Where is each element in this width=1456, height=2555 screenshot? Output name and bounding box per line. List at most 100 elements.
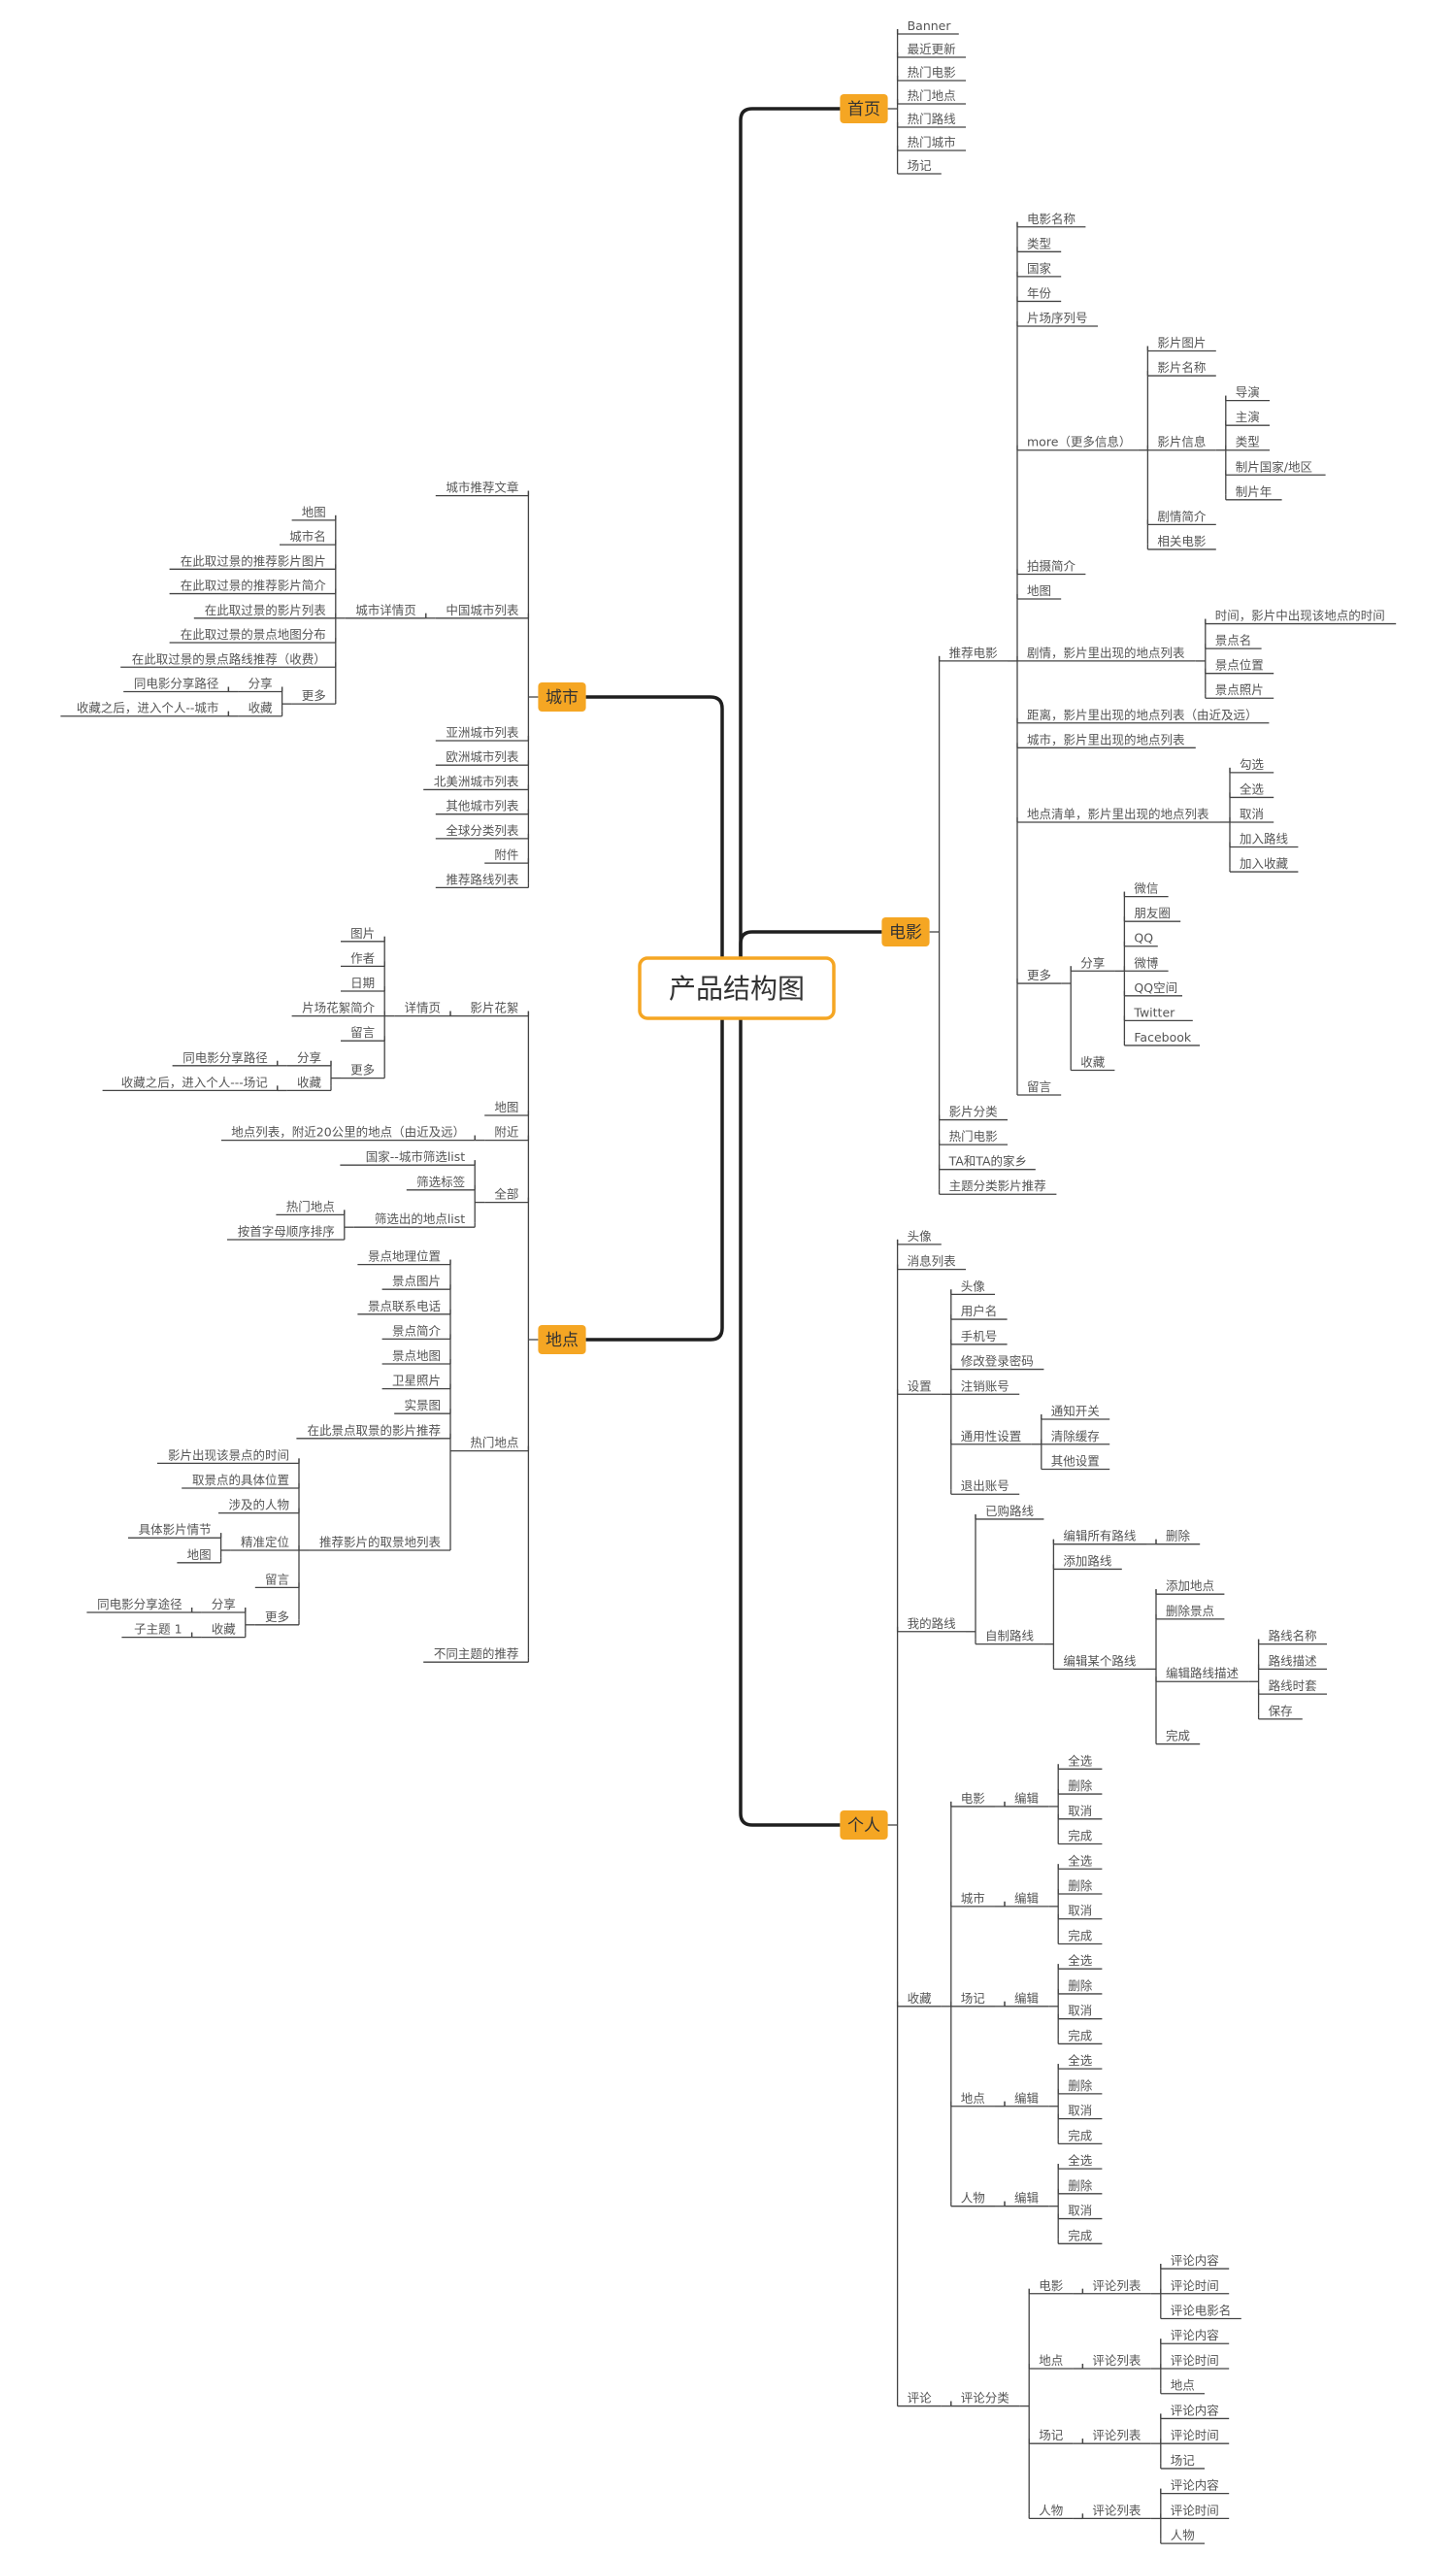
node-label-d5[interactable]: 评论时间 — [1171, 2503, 1219, 2517]
node-label-d2[interactable]: 景点联系电话 — [368, 1299, 441, 1313]
node-label-d2[interactable]: 城市 — [961, 1891, 985, 1906]
node-label-d3[interactable]: 勾选 — [1240, 757, 1265, 772]
node-label-d4[interactable]: 取消 — [1068, 2004, 1092, 2018]
node-label-d3[interactable]: 更多 — [302, 688, 326, 703]
node-label-d3[interactable]: 图片 — [350, 926, 375, 941]
node-label-d2[interactable]: 详情页 — [404, 1001, 441, 1015]
node-label-d3[interactable]: 影片图片 — [1157, 336, 1206, 350]
node-label-d3[interactable]: 其他设置 — [1051, 1453, 1100, 1468]
node-label-d3[interactable]: 影片名称 — [1157, 360, 1206, 375]
node-label-d1[interactable]: 影片分类 — [949, 1105, 999, 1119]
node-label-d2[interactable]: 地点列表，附近20公里的地点（由近及远） — [231, 1125, 465, 1140]
node-label-d2[interactable]: 类型 — [1027, 236, 1051, 250]
topic-box-2[interactable] — [840, 1810, 888, 1840]
node-label-d3[interactable]: 编辑所有路线 — [1063, 1529, 1137, 1543]
node-label-d1[interactable]: 场记 — [908, 158, 933, 173]
node-label-d2[interactable]: 推荐影片的取景地列表 — [319, 1535, 442, 1549]
node-label-d4[interactable]: 朋友圈 — [1134, 906, 1171, 920]
node-label-d3[interactable]: 景点照片 — [1215, 682, 1264, 697]
node-label-d4[interactable]: 完成 — [1068, 1829, 1092, 1843]
node-label-d2[interactable]: 景点地图 — [392, 1348, 441, 1363]
node-label-d3[interactable]: 取景点的具体位置 — [192, 1473, 289, 1487]
node-label-d1[interactable]: 城市推荐文章 — [446, 481, 518, 495]
node-label-d5[interactable]: 路线描述 — [1269, 1653, 1318, 1668]
node-label-d1[interactable]: 设置 — [908, 1378, 932, 1393]
node-label-d2[interactable]: 国家 — [1027, 261, 1052, 276]
node-label-d1[interactable]: 欧洲城市列表 — [446, 749, 519, 764]
node-label-d3[interactable]: 作者 — [350, 950, 375, 965]
node-label-d4[interactable]: 制片国家/地区 — [1236, 459, 1312, 474]
node-label-d5[interactable]: 评论内容 — [1171, 2253, 1219, 2268]
node-label-d2[interactable]: 剧情，影片里出现的地点列表 — [1027, 646, 1185, 660]
node-label-d4[interactable]: 分享 — [297, 1050, 321, 1065]
node-label-d2[interactable]: 实景图 — [404, 1398, 441, 1412]
node-label-d2[interactable]: 景点图片 — [392, 1274, 441, 1288]
node-label-d1[interactable]: 影片花絮 — [470, 1001, 518, 1015]
node-label-d2[interactable]: 筛选出的地点list — [375, 1211, 465, 1226]
node-label-d4[interactable]: 完成 — [1068, 2228, 1092, 2242]
node-label-d3[interactable]: 热门地点 — [286, 1199, 335, 1213]
node-label-d4[interactable]: 全选 — [1068, 2053, 1093, 2068]
node-label-d2[interactable]: 卫星照片 — [392, 1374, 441, 1388]
node-label-d2[interactable]: 国家--城市筛选list — [366, 1149, 465, 1164]
node-label-d4[interactable]: 导演 — [1236, 385, 1260, 400]
node-label-d3[interactable]: 电影 — [1039, 2278, 1064, 2293]
node-label-d3[interactable]: 编辑 — [1014, 1791, 1039, 1806]
node-label-d4[interactable]: 制片年 — [1236, 484, 1273, 499]
node-label-d5[interactable]: 同电影分享路径 — [134, 677, 219, 691]
node-label-d4[interactable]: 微博 — [1134, 955, 1159, 970]
node-label-d4[interactable]: 完成 — [1068, 2028, 1092, 2042]
node-label-d3[interactable]: 编辑 — [1014, 1991, 1039, 2006]
node-label-d1[interactable]: 评论 — [908, 2391, 933, 2406]
node-label-d3[interactable]: 地点 — [1039, 2353, 1063, 2368]
node-label-d3[interactable]: 影片信息 — [1157, 435, 1206, 449]
node-label-d1[interactable]: Banner — [908, 18, 952, 33]
node-label-d2[interactable]: 已购路线 — [985, 1504, 1035, 1518]
node-label-d3[interactable]: 按首字母顺序排序 — [238, 1224, 335, 1239]
node-label-d2[interactable]: 用户名 — [961, 1304, 998, 1318]
node-label-d1[interactable]: 地图 — [494, 1100, 518, 1114]
node-label-d4[interactable]: 具体影片情节 — [139, 1522, 212, 1537]
node-label-d3[interactable]: 时间，影片中出现该地点的时间 — [1215, 609, 1385, 623]
node-label-d3[interactable]: 留言 — [350, 1025, 375, 1040]
node-label-d4[interactable]: 评论列表 — [1092, 2428, 1142, 2442]
node-label-d4[interactable]: 全选 — [1068, 1753, 1093, 1768]
node-label-d5[interactable]: 评论内容 — [1171, 2328, 1219, 2342]
node-label-d3[interactable]: 编辑 — [1014, 2091, 1039, 2106]
node-label-d1[interactable]: 消息列表 — [908, 1254, 957, 1269]
node-label-d4[interactable]: 删除 — [1068, 1978, 1093, 1993]
node-label-d3[interactable]: 添加路线 — [1063, 1553, 1112, 1568]
node-label-d3[interactable]: 剧情简介 — [1157, 509, 1207, 523]
node-label-d2[interactable]: 场记 — [961, 1991, 986, 2006]
node-label-d3[interactable]: 全选 — [1240, 781, 1265, 796]
node-label-d2[interactable]: 景点地理位置 — [368, 1249, 441, 1264]
node-label-d4[interactable]: 删除 — [1068, 1778, 1093, 1793]
node-label-d3[interactable]: 在此取过景的推荐影片图片 — [181, 553, 326, 568]
node-label-d2[interactable]: 留言 — [1027, 1079, 1051, 1094]
node-label-d5[interactable]: 路线名称 — [1269, 1629, 1317, 1643]
node-label-d1[interactable]: 北美洲城市列表 — [434, 774, 519, 788]
node-label-d3[interactable]: 加入路线 — [1240, 832, 1289, 846]
node-label-d5[interactable]: 同电影分享路径 — [182, 1050, 268, 1065]
node-label-d5[interactable]: 保存 — [1269, 1704, 1293, 1718]
node-label-d2[interactable]: 退出账号 — [961, 1478, 1009, 1493]
node-label-d2[interactable]: 城市，影片里出现的地点列表 — [1027, 732, 1185, 747]
node-label-d3[interactable]: 加入收藏 — [1240, 856, 1289, 871]
node-label-d4[interactable]: 收藏 — [248, 701, 274, 715]
node-label-d3[interactable]: 精准定位 — [241, 1535, 289, 1549]
node-label-d5[interactable]: 评论电影名 — [1171, 2304, 1232, 2318]
node-label-d2[interactable]: 头像 — [961, 1278, 986, 1293]
node-label-d1[interactable]: 不同主题的推荐 — [434, 1646, 519, 1661]
topic-box-3[interactable] — [538, 682, 586, 712]
node-label-d2[interactable]: 城市详情页 — [355, 603, 416, 617]
node-label-d4[interactable]: 删除 — [1068, 2078, 1093, 2093]
node-label-d2[interactable]: 更多 — [1027, 968, 1051, 982]
node-label-d1[interactable]: 热门电影 — [949, 1129, 999, 1144]
node-label-d5[interactable]: 收藏之后，进入个人---场记 — [121, 1075, 269, 1089]
node-label-d1[interactable]: 收藏 — [908, 1991, 933, 2006]
node-label-d4[interactable]: 删除 — [1068, 2178, 1093, 2193]
node-label-d1[interactable]: 中国城市列表 — [446, 603, 519, 617]
node-label-d4[interactable]: 分享 — [248, 677, 273, 691]
node-label-d2[interactable]: 通用性设置 — [961, 1429, 1022, 1443]
node-label-d3[interactable]: 涉及的人物 — [228, 1498, 289, 1512]
